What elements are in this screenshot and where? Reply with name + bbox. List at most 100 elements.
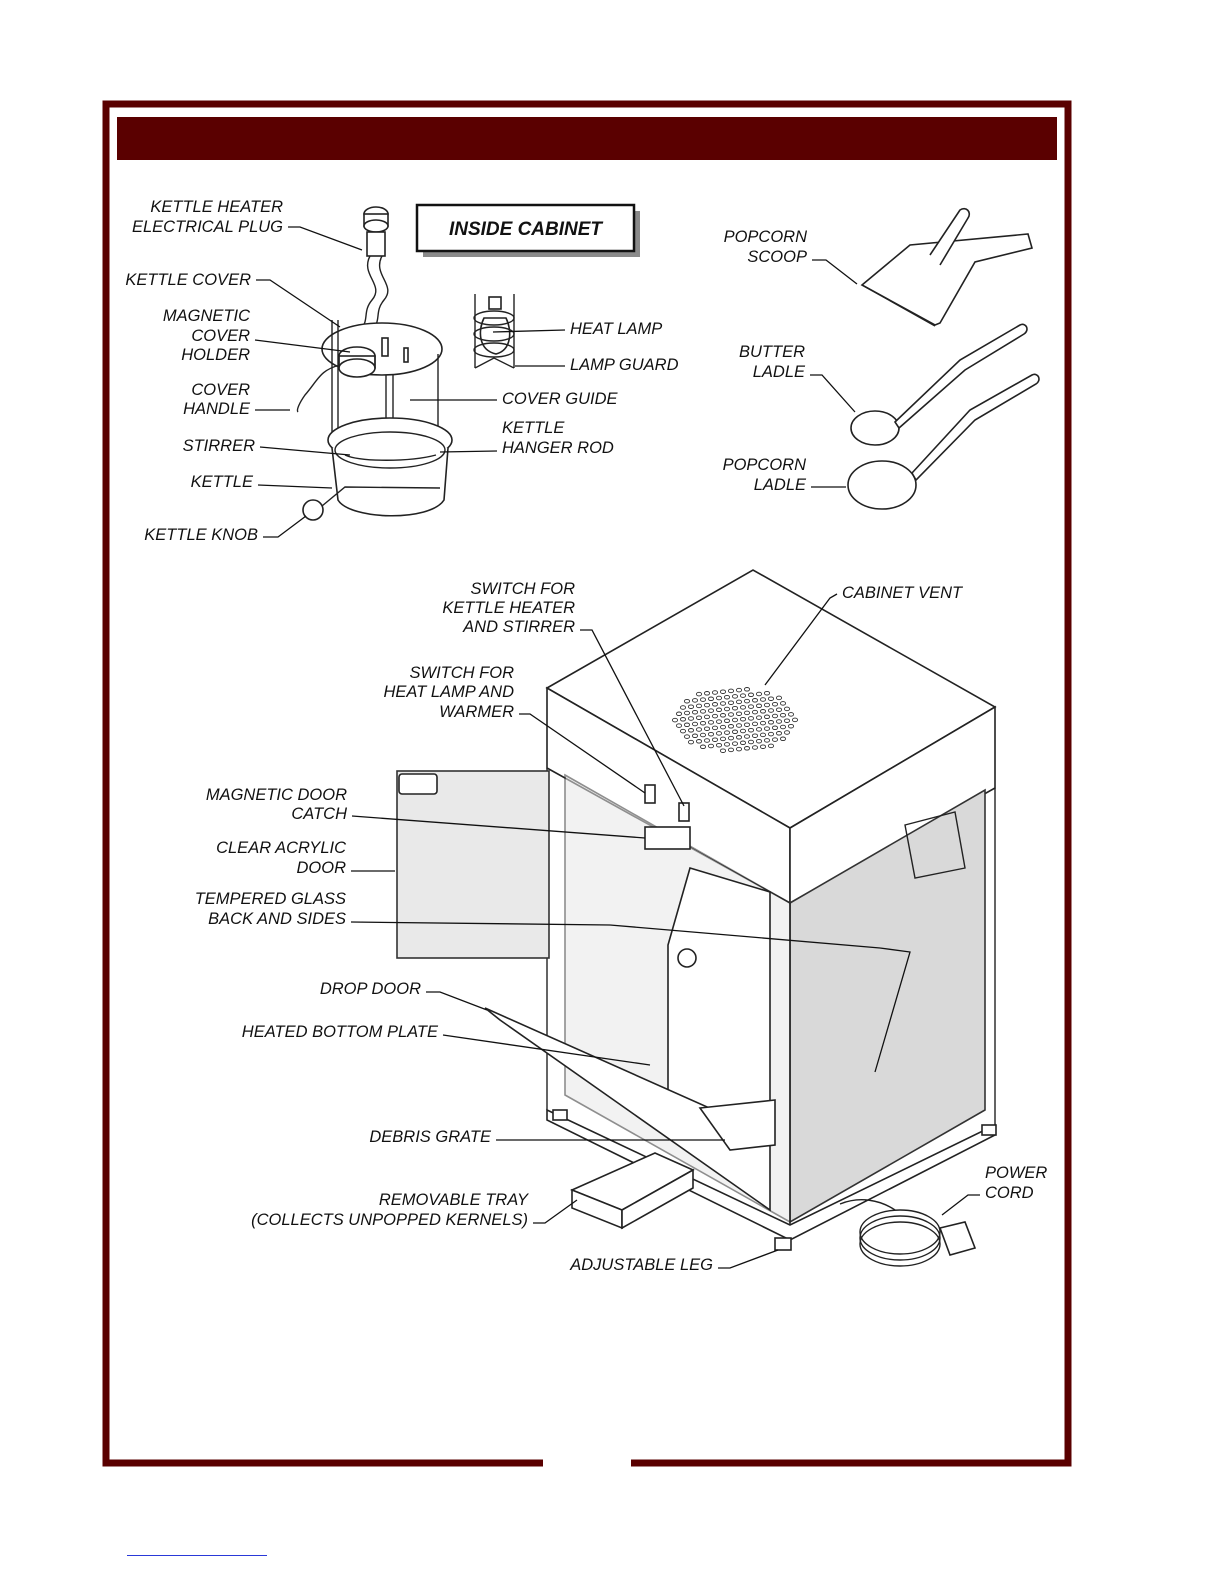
vent-hole [783, 730, 791, 735]
vent-hole [743, 698, 751, 704]
vent-hole [699, 720, 707, 726]
label-clear-acrylic-door: CLEAR ACRYLIC DOOR [216, 839, 395, 877]
svg-text:WARMER: WARMER [439, 703, 514, 721]
label-kettle-cover: KETTLE COVER [125, 271, 341, 328]
svg-text:MAGNETIC DOOR: MAGNETIC DOOR [206, 786, 347, 804]
label-removable-tray: REMOVABLE TRAY (COLLECTS UNPOPPED KERNEL… [251, 1191, 578, 1229]
vent-hole [779, 736, 787, 742]
svg-text:CATCH: CATCH [291, 805, 347, 823]
vent-hole [731, 717, 739, 723]
vent-hole [687, 739, 695, 745]
label-switch-lamp: SWITCH FOR HEAT LAMP AND WARMER [384, 664, 646, 794]
svg-text:HOLDER: HOLDER [181, 346, 250, 364]
svg-text:(COLLECTS UNPOPPED KERNELS): (COLLECTS UNPOPPED KERNELS) [251, 1211, 528, 1229]
vent-hole [755, 703, 763, 709]
vent-hole [683, 734, 691, 739]
vent-hole [747, 704, 755, 709]
svg-text:CABINET VENT: CABINET VENT [842, 584, 964, 602]
vent-hole [731, 729, 739, 735]
svg-text:DOOR: DOOR [297, 859, 347, 877]
vent-hole [763, 714, 771, 720]
vent-hole [779, 701, 787, 706]
vent-hole [743, 722, 751, 727]
vent-hole [739, 728, 747, 734]
popcorn-cabinet [396, 569, 997, 1267]
vent-hole [731, 741, 739, 746]
vent-hole [739, 740, 747, 746]
vent-hole [767, 708, 775, 713]
vent-hole [755, 738, 763, 744]
vent-hole [699, 744, 707, 750]
vent-hole [731, 694, 739, 699]
vent-hole [747, 727, 755, 733]
vent-hole [699, 732, 707, 738]
vent-hole [707, 731, 715, 737]
inside-cabinet-title: INSIDE CABINET [449, 219, 603, 240]
vent-hole [751, 745, 759, 750]
svg-text:SWITCH FOR: SWITCH FOR [471, 580, 576, 598]
vent-hole [751, 733, 759, 738]
vent-hole [727, 735, 735, 741]
svg-text:AND STIRRER: AND STIRRER [462, 618, 575, 636]
vent-hole [711, 702, 719, 707]
vent-hole [783, 706, 791, 712]
vent-hole [723, 706, 731, 712]
vent-hole [719, 701, 727, 706]
label-popcorn-ladle: POPCORN LADLE [723, 456, 846, 494]
vent-hole [679, 728, 687, 734]
label-popcorn-scoop: POPCORN SCOOP [724, 228, 858, 285]
svg-text:ELECTRICAL PLUG: ELECTRICAL PLUG [132, 218, 283, 236]
svg-text:BUTTER: BUTTER [739, 343, 805, 361]
vent-hole [723, 718, 731, 724]
svg-text:LADLE: LADLE [753, 363, 806, 381]
heat-lamp-assembly [473, 294, 515, 369]
utensils [847, 207, 1040, 510]
svg-text:MAGNETIC: MAGNETIC [163, 307, 250, 325]
vent-hole [755, 727, 763, 732]
svg-text:POWER: POWER [985, 1164, 1047, 1182]
vent-hole [683, 698, 691, 704]
vent-hole [723, 694, 731, 700]
vent-hole [735, 699, 743, 705]
vent-hole [763, 690, 771, 696]
vent-hole [759, 720, 767, 726]
svg-text:DEBRIS GRATE: DEBRIS GRATE [369, 1128, 492, 1146]
label-tempered-glass: TEMPERED GLASS BACK AND SIDES [195, 890, 911, 1073]
vent-hole [779, 712, 787, 718]
vent-hole [767, 743, 775, 749]
vent-hole [691, 709, 699, 715]
vent-hole [775, 707, 783, 712]
vent-hole [707, 708, 715, 713]
svg-text:HANGER ROD: HANGER ROD [502, 439, 614, 457]
vent-hole [751, 698, 759, 703]
vent-hole [759, 732, 767, 738]
vent-hole [715, 742, 723, 748]
label-debris-grate: DEBRIS GRATE [369, 1128, 725, 1146]
vent-hole [687, 716, 695, 721]
svg-text:POPCORN: POPCORN [724, 228, 808, 246]
label-magnetic-door-catch: MAGNETIC DOOR CATCH [206, 786, 646, 839]
svg-text:COVER: COVER [191, 327, 250, 345]
vent-hole [751, 709, 759, 715]
vent-hole [695, 691, 703, 697]
vent-hole [711, 725, 719, 731]
vent-hole [715, 695, 723, 701]
vent-hole [727, 712, 735, 717]
vent-hole [703, 702, 711, 708]
label-switch-kettle: SWITCH FOR KETTLE HEATER AND STIRRER [442, 580, 685, 807]
label-power-cord: POWER CORD [941, 1164, 1047, 1216]
svg-text:LADLE: LADLE [754, 476, 807, 494]
label-butter-ladle: BUTTER LADLE [739, 343, 856, 413]
footer-link-underline[interactable] [127, 1555, 267, 1556]
vent-hole [755, 715, 763, 720]
section-header-bar [117, 117, 1057, 160]
vent-hole [703, 738, 711, 743]
label-drop-door: DROP DOOR [320, 980, 488, 1011]
vent-hole [687, 704, 695, 709]
svg-text:HEATED BOTTOM PLATE: HEATED BOTTOM PLATE [242, 1023, 439, 1041]
svg-text:COVER: COVER [191, 381, 250, 399]
svg-text:KETTLE COVER: KETTLE COVER [125, 271, 251, 289]
vent-hole-grid [671, 687, 799, 753]
vent-hole [727, 700, 735, 705]
vent-hole [787, 712, 795, 717]
